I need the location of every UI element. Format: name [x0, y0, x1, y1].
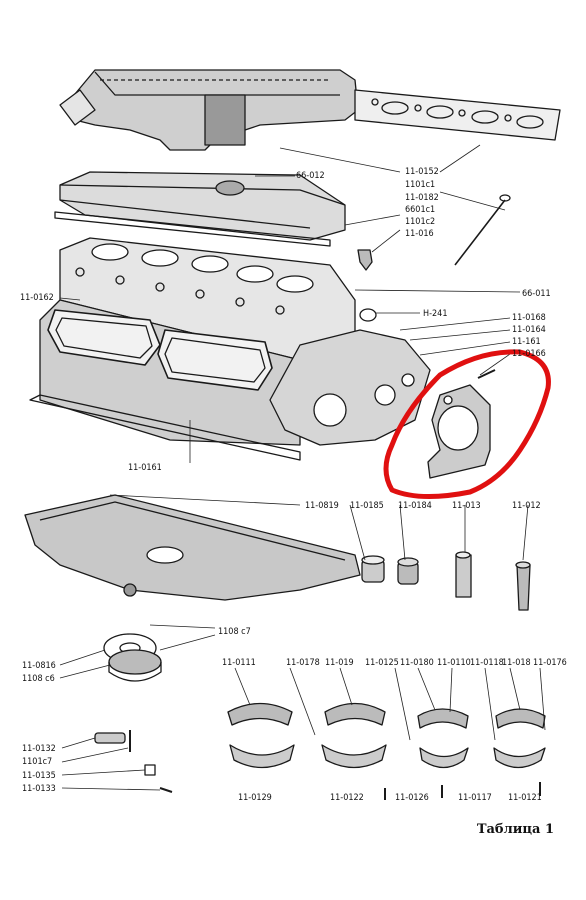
manifold: [59, 69, 359, 151]
label-11-0118: 11-0118: [470, 658, 504, 668]
side-cover-plates: [47, 309, 273, 391]
label-11-018: 11-018: [502, 658, 531, 668]
oil-seal-ring: [359, 308, 377, 322]
oil-pan: [24, 494, 361, 601]
label-1101c2: 1101с2: [405, 217, 435, 227]
bushing-2: [397, 557, 419, 585]
label-11-0166: 11-0166: [512, 349, 546, 359]
red-highlight-circle: [383, 349, 551, 500]
label-11-0132: 11-0132: [22, 744, 56, 754]
label-6601c1: 6601с1: [405, 205, 435, 215]
dipstick: [454, 199, 506, 266]
label-h-241: Н-241: [423, 309, 447, 319]
label-11-0819: 11-0819: [305, 501, 339, 511]
label-11-012: 11-012: [512, 501, 541, 511]
table-caption: Таблица 1: [476, 822, 554, 837]
label-1101c1: 1101с1: [405, 180, 435, 190]
timing-cover: [269, 329, 431, 446]
bearing-shell-2: [321, 702, 387, 769]
head-gasket: [54, 211, 331, 247]
label-11-0126: 11-0126: [395, 793, 429, 803]
label-11-0164: 11-0164: [512, 325, 546, 335]
label-66-012: 66-012: [296, 171, 325, 181]
manifold-gasket: [354, 89, 561, 141]
label-11-016: 11-016: [405, 229, 434, 239]
label-11-013: 11-013: [452, 501, 481, 511]
label-11-0180: 11-0180: [400, 658, 434, 668]
label-11-0121: 11-0121: [508, 793, 542, 803]
bearing-shell-4: [493, 708, 546, 769]
bearing-bracket: [427, 384, 491, 479]
cylinder-head-cover: [59, 171, 346, 241]
label-11-0185: 11-0185: [350, 501, 384, 511]
pin-11-012: [515, 561, 531, 611]
label-11-161: 11-161: [512, 337, 541, 347]
label-11-0182: 11-0182: [405, 193, 439, 203]
leader-lines: [59, 144, 546, 791]
label-11-0110: 11-0110: [437, 658, 471, 668]
label-11-0184: 11-0184: [398, 501, 432, 511]
label-11-0168: 11-0168: [512, 313, 546, 323]
bearing-shell-3: [417, 708, 469, 769]
label-66-011: 66-011: [522, 289, 551, 299]
label-11-0122: 11-0122: [330, 793, 364, 803]
bushing-1: [361, 555, 385, 583]
label-11-0176: 11-0176: [533, 658, 567, 668]
label-11-0125: 11-0125: [365, 658, 399, 668]
washer: [144, 764, 156, 776]
label-11-0816: 11-0816: [22, 661, 56, 671]
bearing-shell-1: [227, 702, 295, 769]
drain-flange: [108, 649, 162, 682]
label-11-0178: 11-0178: [286, 658, 320, 668]
oil-pan-gasket: [29, 394, 301, 461]
small-bolt: [159, 787, 173, 793]
label-1101c7: 1101с7: [22, 757, 52, 767]
label-11-0117: 11-0117: [458, 793, 492, 803]
label-11-0152: 11-0152: [405, 167, 439, 177]
plug: [357, 249, 373, 271]
bolt: [477, 369, 496, 379]
label-11-0111: 11-0111: [222, 658, 256, 668]
label-11-0133: 11-0133: [22, 784, 56, 794]
label-1108c7: 1108 с7: [218, 627, 251, 637]
label-11-0129: 11-0129: [238, 793, 272, 803]
label-11-0161: 11-0161: [128, 463, 162, 473]
label-11-0135: 11-0135: [22, 771, 56, 781]
label-11-019: 11-019: [325, 658, 354, 668]
pin-11-013: [455, 551, 472, 598]
label-11-0162: 11-0162: [20, 293, 54, 303]
dipstick-handle: [499, 194, 511, 202]
label-1108c6: 1108 с6: [22, 674, 55, 684]
